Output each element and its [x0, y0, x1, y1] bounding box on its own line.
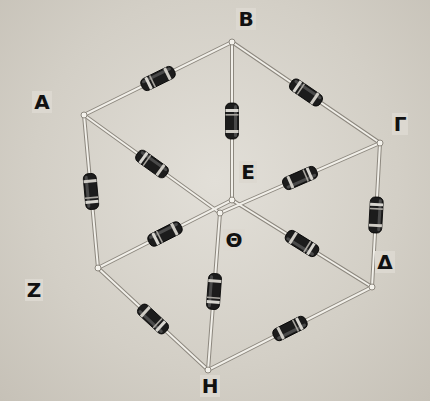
resistor-band [303, 241, 311, 253]
vertex-label: Γ [392, 113, 409, 135]
resistor-body [281, 165, 319, 191]
resistor-band [207, 300, 220, 304]
resistor-symbol [206, 273, 222, 310]
resistor-band [370, 203, 383, 207]
resistor-highlight [140, 151, 168, 172]
wire [98, 268, 208, 370]
wire [232, 42, 380, 143]
wire [84, 42, 232, 115]
vertex-label: Α [32, 91, 51, 113]
resistor-band [226, 130, 239, 133]
vertex-label: Θ [223, 229, 244, 251]
wire-shadow [232, 42, 380, 143]
vertex-label: Ε [239, 161, 257, 183]
resistor-band [370, 208, 383, 210]
resistor-band [302, 169, 309, 182]
resistor-highlight [141, 67, 171, 84]
wire-shadow [232, 200, 372, 287]
resistor-highlight [294, 79, 322, 100]
resistor-body [206, 273, 222, 310]
resistor-band [292, 320, 299, 332]
resistor-band [83, 179, 96, 183]
wire [98, 200, 232, 268]
resistor-symbol [83, 173, 99, 210]
resistor-body [283, 228, 320, 258]
resistor-band [310, 92, 320, 104]
resistor-band [85, 196, 98, 199]
resistor-symbol [281, 165, 319, 191]
resistor-band [140, 306, 151, 318]
resistor-highlight [286, 237, 315, 256]
wire-shadow [220, 143, 380, 213]
resistor-symbol [139, 65, 177, 93]
resistor-body [135, 302, 170, 336]
resistor-band [155, 320, 166, 332]
wire-shadow [208, 287, 372, 370]
wire-shadow [98, 200, 232, 268]
resistor-band [292, 80, 302, 92]
resistor-body [139, 65, 177, 93]
resistor-band [208, 279, 221, 283]
wire-shadow [84, 42, 232, 115]
vertex-label: Η [200, 375, 221, 397]
resistor-symbol [271, 315, 309, 343]
solder-joint [95, 265, 101, 271]
resistor-body [83, 173, 99, 210]
wire-shadow [84, 115, 220, 213]
resistor-symbol [135, 302, 170, 336]
resistor-band [138, 152, 148, 164]
wire [220, 143, 380, 213]
resistor-symbol [283, 228, 320, 258]
resistor-band [156, 231, 163, 243]
resistor-band [207, 296, 220, 299]
resistor-band [143, 155, 152, 166]
resistor-band [369, 224, 382, 228]
vertex-label: Β [236, 8, 255, 30]
resistor-body [287, 77, 324, 108]
wire [208, 287, 372, 370]
solder-joint [229, 39, 235, 45]
resistor-band [288, 232, 297, 245]
resistor-body [146, 220, 184, 248]
vertex-label: Ζ [25, 279, 44, 301]
resistor-highlight [138, 310, 164, 334]
resistor-band [226, 114, 239, 116]
resistor-band [306, 243, 315, 256]
resistor-band [297, 83, 306, 95]
resistor-band [226, 109, 239, 112]
vertex-label: Δ [375, 251, 394, 273]
resistor-body [369, 197, 384, 234]
solder-joint [205, 367, 211, 373]
resistor-band [85, 200, 98, 204]
solder-joint [229, 197, 235, 203]
resistor-symbol [226, 103, 239, 139]
resistor-band [163, 67, 171, 80]
resistor-band [156, 164, 166, 176]
wire [84, 115, 220, 213]
solder-joint [369, 284, 375, 290]
resistor-band [276, 327, 285, 340]
solder-joint [81, 112, 87, 118]
resistor-symbol [369, 197, 384, 234]
wire-shadow [98, 268, 208, 370]
resistor-body [271, 315, 309, 343]
resistor-symbol [146, 220, 184, 248]
resistor-band [170, 223, 179, 236]
resistor-band [153, 318, 163, 329]
resistor-highlight [277, 323, 307, 340]
resistor-symbol [134, 148, 171, 180]
solder-joint [377, 140, 383, 146]
resistor-band [286, 176, 294, 189]
solder-joint [217, 210, 223, 216]
resistor-body [134, 148, 171, 180]
resistor-body [226, 103, 239, 139]
wire [232, 200, 372, 287]
resistor-highlight [148, 222, 178, 239]
resistor-band [149, 75, 156, 87]
resistor-symbol [287, 77, 324, 108]
